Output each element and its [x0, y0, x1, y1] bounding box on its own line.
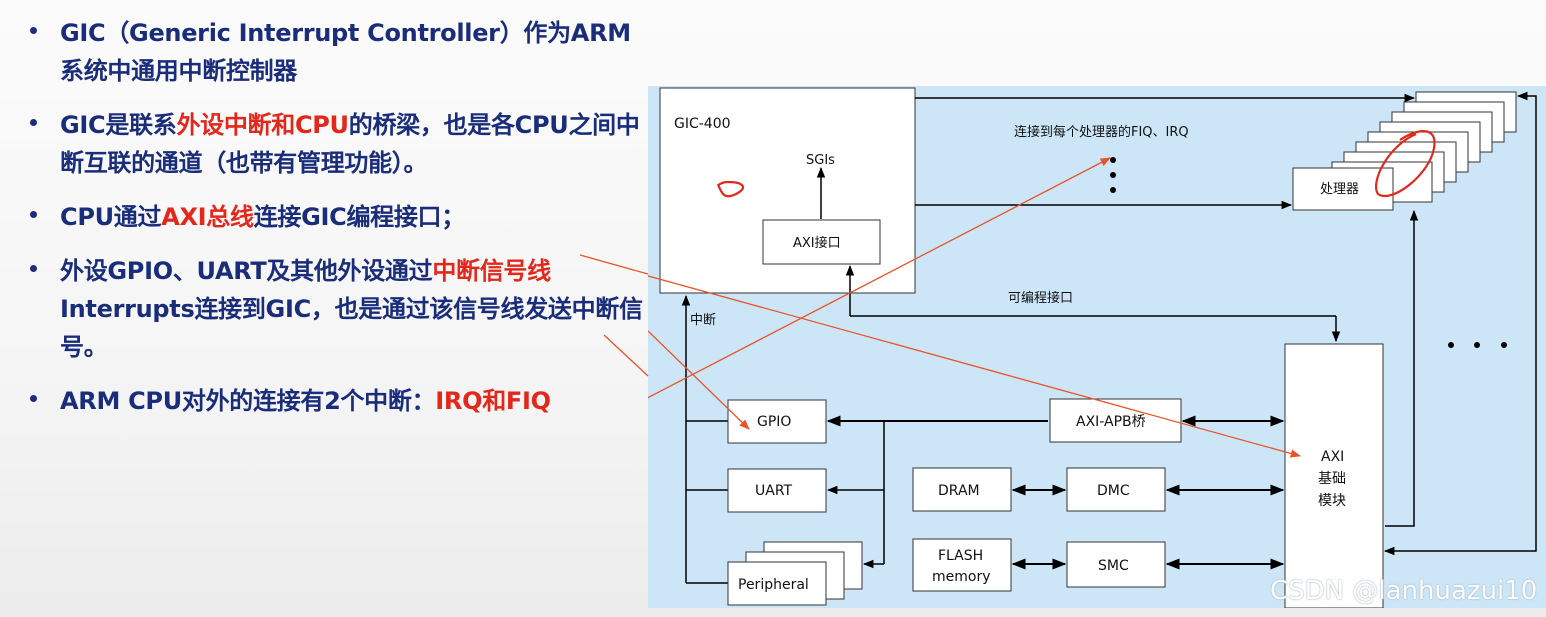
- highlight-text: IRQ和FIQ: [435, 387, 551, 415]
- axi-interface-box: [762, 219, 881, 265]
- smc-box: [1066, 541, 1166, 588]
- peripheral-box: [727, 561, 827, 606]
- bullet-dot-icon: [30, 395, 37, 402]
- flash-label-line2: memory: [932, 569, 991, 585]
- prog-interface-label: 可编程接口: [1008, 290, 1073, 306]
- bullet-item: GIC（Generic Interrupt Controller）作为ARM系统…: [26, 14, 646, 90]
- highlight-text: 外设中断和CPU: [176, 111, 349, 139]
- body-text: CPU通过: [60, 203, 162, 231]
- highlight-text: 中断信号线: [432, 257, 551, 285]
- dmc-label: DMC: [1097, 483, 1130, 499]
- body-text: 的桥梁，也是各CPU之间中断互联的通道（也带有管理功能）。: [60, 111, 640, 177]
- flash-label-line1: FLASH: [938, 548, 983, 564]
- dram-box: [912, 467, 1012, 512]
- body-text: 连接GIC编程接口；: [253, 203, 466, 231]
- annotation-arrow-axi-tail: [579, 254, 649, 275]
- body-text: Interrupts连接到GIC，也是通过该信号线发送中断信号。: [60, 295, 643, 361]
- bullet-text: GIC是联系外设中断和CPU的桥梁，也是各CPU之间中断互联的通道（也带有管理功…: [60, 106, 646, 182]
- bullet-text: 外设GPIO、UART及其他外设通过中断信号线 Interrupts连接到GIC，…: [60, 252, 646, 366]
- bullet-item: ARM CPU对外的连接有2个中断：IRQ和FIQ: [26, 382, 646, 420]
- bullet-item: CPU通过AXI总线连接GIC编程接口；: [26, 198, 646, 236]
- bullet-text: CPU通过AXI总线连接GIC编程接口；: [60, 198, 646, 236]
- axi-apb-bridge-box: [1049, 398, 1182, 443]
- interrupt-label: 中断: [690, 313, 716, 328]
- axi-apb-bridge-label: AXI-APB桥: [1076, 414, 1146, 430]
- fiq-irq-label: 连接到每个处理器的FIQ、IRQ: [1014, 124, 1189, 140]
- body-text: 外设GPIO、UART及其他外设通过: [60, 257, 433, 285]
- flash-memory-box: [912, 538, 1012, 592]
- ellipsis-vertical: [1110, 157, 1116, 193]
- uart-label: UART: [755, 483, 793, 499]
- dmc-box: [1066, 467, 1166, 512]
- axi-interface-label: AXI接口: [793, 235, 841, 251]
- pen-circle-processor: [1375, 130, 1436, 197]
- body-text: GIC（Generic Interrupt Controller）作为ARM系统…: [60, 19, 631, 85]
- processor-bus-loop: [1383, 91, 1537, 556]
- sgis-label: SGIs: [806, 153, 835, 168]
- watermark: CSDN @lanhuazui10: [1270, 576, 1538, 606]
- processor-label: 处理器: [1320, 182, 1359, 197]
- annotation-arrow-gpio-tail: [603, 334, 649, 377]
- bullet-dot-icon: [30, 27, 37, 34]
- body-text: ARM CPU对外的连接有2个中断：: [60, 387, 436, 415]
- body-text: GIC是联系: [60, 111, 177, 139]
- annotation-arrow-gpio: [647, 330, 750, 430]
- gpio-label: GPIO: [757, 414, 791, 430]
- annotation-arrow-fiq: [602, 157, 1111, 422]
- annotation-arrow-axi: [575, 255, 1302, 458]
- bullet-list: GIC（Generic Interrupt Controller）作为ARM系统…: [26, 14, 646, 436]
- ellipsis-horizontal: [1448, 342, 1507, 348]
- bullet-dot-icon: [30, 265, 37, 272]
- diagram-svg: GIC-400 SGIs AXI接口 处理器 连接到每个处理器的FIQ、IRQ …: [575, 86, 1546, 609]
- smc-label: SMC: [1098, 558, 1129, 574]
- bullet-dot-icon: [30, 211, 37, 218]
- bullet-text: GIC（Generic Interrupt Controller）作为ARM系统…: [60, 14, 646, 90]
- dram-label: DRAM: [938, 483, 980, 499]
- peripheral-label: Peripheral: [738, 577, 809, 593]
- pen-mark-d: [716, 180, 745, 198]
- uart-box: [727, 468, 827, 513]
- highlight-text: AXI总线: [161, 203, 254, 231]
- axi-base-label-line3: 模块: [1318, 493, 1346, 509]
- bullet-item: GIC是联系外设中断和CPU的桥梁，也是各CPU之间中断互联的通道（也带有管理功…: [26, 106, 646, 182]
- axi-base-module-box: [1284, 343, 1384, 609]
- annotation-overlay: [579, 254, 649, 377]
- axi-base-label-line1: AXI: [1321, 449, 1344, 465]
- gic-400-label: GIC-400: [674, 116, 731, 132]
- bullet-dot-icon: [30, 119, 37, 126]
- gic-architecture-diagram: GIC-400 SGIs AXI接口 处理器 连接到每个处理器的FIQ、IRQ …: [575, 86, 1546, 609]
- bullet-text: ARM CPU对外的连接有2个中断：IRQ和FIQ: [60, 382, 646, 420]
- bullet-item: 外设GPIO、UART及其他外设通过中断信号线 Interrupts连接到GIC，…: [26, 252, 646, 366]
- axi-base-label-line2: 基础: [1318, 470, 1346, 487]
